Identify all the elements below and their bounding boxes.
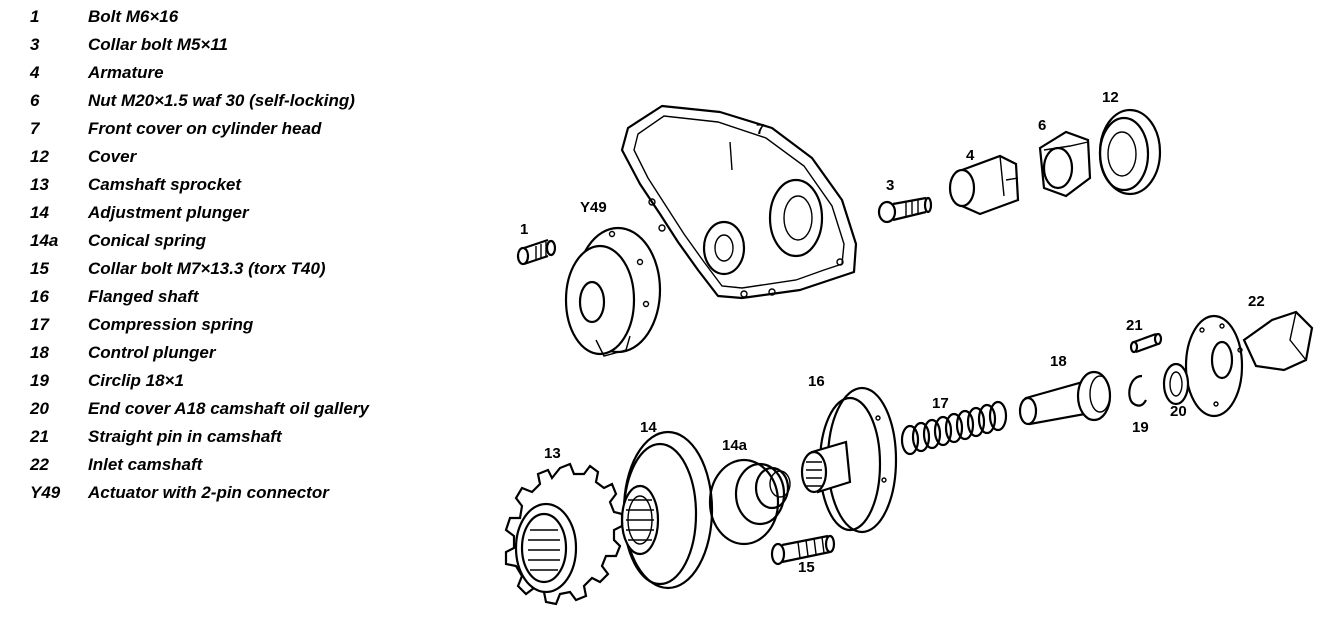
legend-number: Y49 bbox=[30, 483, 61, 502]
torx-collar-bolt-part bbox=[770, 534, 836, 566]
legend-number: 14 bbox=[30, 203, 49, 222]
inlet-camshaft-part bbox=[1184, 310, 1314, 418]
callout-21: 21 bbox=[1126, 317, 1143, 334]
callout-18: 18 bbox=[1050, 353, 1067, 370]
legend-number: 1 bbox=[30, 7, 40, 26]
legend-item: 22 Inlet camshaft bbox=[0, 453, 470, 479]
callout-16: 16 bbox=[808, 373, 825, 390]
callout-14: 14 bbox=[640, 419, 657, 436]
legend-description: Bolt M6×16 bbox=[88, 7, 179, 26]
legend-number: 18 bbox=[30, 343, 49, 362]
legend-item: 21 Straight pin in camshaft bbox=[0, 425, 470, 451]
legend-number: 13 bbox=[30, 175, 49, 194]
callout-y49: Y49 bbox=[580, 199, 607, 216]
flanged-shaft-part bbox=[800, 386, 898, 534]
legend-description: Compression spring bbox=[88, 315, 254, 334]
legend-number: 12 bbox=[30, 147, 49, 166]
legend-number: 15 bbox=[30, 259, 49, 278]
legend-description: Control plunger bbox=[88, 343, 216, 362]
legend-number: 7 bbox=[30, 119, 40, 138]
callout-17: 17 bbox=[932, 395, 949, 412]
collar-bolt-part bbox=[877, 196, 933, 224]
legend-number: 19 bbox=[30, 371, 49, 390]
callout-1: 1 bbox=[520, 221, 528, 238]
legend-description: Armature bbox=[88, 63, 164, 82]
callout-6: 6 bbox=[1038, 117, 1046, 134]
armature-part bbox=[948, 154, 1020, 216]
legend-description: Conical spring bbox=[88, 231, 207, 250]
legend-item: 1 Bolt M6×16 bbox=[0, 5, 470, 31]
legend-description: End cover A18 camshaft oil gallery bbox=[88, 399, 369, 418]
legend-item: 4 Armature bbox=[0, 61, 470, 87]
legend-description: Inlet camshaft bbox=[88, 455, 203, 474]
legend-item: 3 Collar bolt M5×11 bbox=[0, 33, 470, 59]
cover-part bbox=[1098, 108, 1162, 196]
legend-item: 13 Camshaft sprocket bbox=[0, 173, 470, 199]
callout-19: 19 bbox=[1132, 419, 1149, 436]
legend-description: Collar bolt M5×11 bbox=[88, 35, 228, 54]
circlip-part bbox=[1128, 374, 1147, 407]
legend-description: Flanged shaft bbox=[88, 287, 199, 306]
callout-15: 15 bbox=[798, 559, 815, 576]
legend-number: 14a bbox=[30, 231, 59, 250]
legend-description: Circlip 18×1 bbox=[88, 371, 184, 390]
callout-22: 22 bbox=[1248, 293, 1265, 310]
legend-description: Cover bbox=[88, 147, 137, 166]
legend-description: Camshaft sprocket bbox=[88, 175, 242, 194]
legend-description: Straight pin in camshaft bbox=[88, 427, 282, 446]
legend-item: 14a Conical spring bbox=[0, 229, 470, 255]
legend-item: 6 Nut M20×1.5 waf 30 (self-locking) bbox=[0, 89, 470, 115]
front-cover-part bbox=[620, 104, 858, 300]
legend-item: 17 Compression spring bbox=[0, 313, 470, 339]
camshaft-sprocket-part bbox=[504, 462, 624, 606]
end-cover-part bbox=[1162, 362, 1190, 406]
legend-item: 20 End cover A18 camshaft oil gallery bbox=[0, 397, 470, 423]
legend-item: 18 Control plunger bbox=[0, 341, 470, 367]
legend-item: 15 Collar bolt M7×13.3 (torx T40) bbox=[0, 257, 470, 283]
legend-item: 7 Front cover on cylinder head bbox=[0, 117, 470, 143]
callout-13: 13 bbox=[544, 445, 561, 462]
legend-description: Front cover on cylinder head bbox=[88, 119, 322, 138]
callout-3: 3 bbox=[886, 177, 894, 194]
legend-number: 16 bbox=[30, 287, 49, 306]
legend-description: Actuator with 2-pin connector bbox=[88, 483, 329, 502]
legend-description: Nut M20×1.5 waf 30 (self-locking) bbox=[88, 91, 355, 110]
control-plunger-part bbox=[1018, 370, 1112, 426]
callout-14a: 14a bbox=[722, 437, 748, 454]
legend-description: Adjustment plunger bbox=[88, 203, 249, 222]
compression-spring-part bbox=[900, 400, 1008, 456]
bolt-part bbox=[516, 238, 557, 266]
legend-number: 17 bbox=[30, 315, 49, 334]
legend-description: Collar bolt M7×13.3 (torx T40) bbox=[88, 259, 326, 278]
callout-4: 4 bbox=[966, 147, 975, 164]
legend-number: 3 bbox=[30, 35, 40, 54]
legend-item: Y49 Actuator with 2-pin connector bbox=[0, 481, 470, 507]
callout-20: 20 bbox=[1170, 403, 1187, 420]
legend-item: 19 Circlip 18×1 bbox=[0, 369, 470, 395]
callout-7: 7 bbox=[756, 121, 764, 138]
legend-number: 6 bbox=[30, 91, 40, 110]
adjustment-plunger-part bbox=[620, 430, 714, 590]
callout-12: 12 bbox=[1102, 89, 1119, 106]
conical-spring-part bbox=[708, 458, 791, 546]
legend-number: 22 bbox=[30, 455, 49, 474]
actuator-part bbox=[564, 226, 662, 357]
legend-item: 12 Cover bbox=[0, 145, 470, 171]
legend-item: 16 Flanged shaft bbox=[0, 285, 470, 311]
legend-item: 14 Adjustment plunger bbox=[0, 201, 470, 227]
nut-part bbox=[1038, 130, 1092, 198]
legend-number: 21 bbox=[30, 427, 49, 446]
legend-number: 20 bbox=[30, 399, 49, 418]
straight-pin-part bbox=[1129, 332, 1163, 354]
legend-number: 4 bbox=[30, 63, 40, 82]
